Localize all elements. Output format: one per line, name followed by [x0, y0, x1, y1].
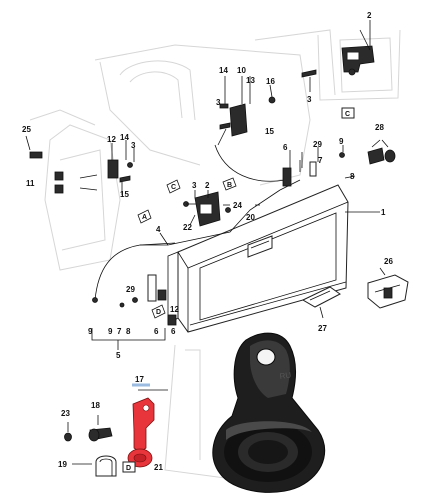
callout-29-right: 29	[313, 140, 322, 149]
callout-18: 18	[91, 401, 100, 410]
hinge-bracket-left	[29, 151, 133, 195]
callout-14-top: 14	[219, 66, 228, 75]
cable-rod	[94, 144, 301, 301]
highlight-pivot-body	[132, 397, 155, 453]
callout-1: 1	[381, 208, 386, 217]
callout-3-top: 3	[307, 95, 312, 104]
callout-19: 19	[58, 460, 67, 469]
callout-8-bl: 8	[126, 327, 131, 336]
callout-3-left: 3	[131, 141, 136, 150]
callout-21: 21	[154, 463, 163, 472]
view-arrow-b	[222, 177, 237, 191]
callout-24: 24	[233, 201, 242, 210]
view-box-d	[122, 461, 136, 473]
callout-22: 22	[183, 223, 192, 232]
bushing-19	[72, 455, 117, 477]
view-label-c: C	[345, 111, 350, 118]
callout-labels: 2 3 14 10 13 16 3 15 25 14 12 3 11 15 6 …	[22, 11, 393, 472]
callout-6-right: 6	[283, 143, 288, 152]
tailgate-panel	[167, 184, 349, 333]
center-latch	[183, 191, 231, 227]
callout-6-bl: 6	[154, 327, 159, 336]
callout-7-bl: 7	[117, 327, 122, 336]
bushing-photo: RU	[212, 332, 326, 493]
callout-5: 5	[116, 351, 121, 360]
callout-13: 13	[246, 76, 255, 85]
photo-embossed-text: RU	[279, 370, 292, 381]
bolt-23	[64, 432, 72, 442]
callout-4: 4	[156, 225, 161, 234]
callout-14-left: 14	[120, 133, 129, 142]
callout-15-top: 15	[265, 127, 274, 136]
callout-8-right: 8	[350, 172, 355, 181]
view-label-d: D	[156, 309, 161, 316]
handle-bezel-27	[301, 286, 341, 308]
callout-20: 20	[246, 213, 255, 222]
photo-mount-hole	[256, 348, 276, 366]
vehicle-body-outline	[29, 29, 336, 481]
hinge-pivot-17-highlighted	[127, 397, 155, 468]
view-label-d2: D	[126, 465, 131, 472]
callout-3-center: 3	[192, 181, 197, 190]
bracket-26	[367, 274, 409, 309]
callout-26: 26	[384, 257, 393, 266]
view-arrow-a	[137, 209, 152, 224]
callout-29-left: 29	[126, 285, 135, 294]
callout-15-left: 15	[120, 190, 129, 199]
callout-9-right: 9	[339, 137, 344, 146]
callout-2: 2	[367, 11, 372, 20]
view-boxes: C C B A D D	[122, 107, 355, 473]
view-box-c	[341, 107, 355, 119]
callout-guides	[25, 20, 386, 432]
callout-6-bl2: 6	[171, 327, 176, 336]
callout-27: 27	[318, 324, 327, 333]
view-label-b: B	[227, 182, 232, 189]
hinge-bracket-right	[282, 152, 345, 187]
callout-12-left: 12	[170, 305, 179, 314]
view-arrow-c	[166, 179, 181, 194]
callout-2-center: 2	[205, 181, 210, 190]
view-label-c2: C	[171, 184, 176, 191]
bolt-pair-28	[367, 139, 396, 165]
callout-12: 12	[107, 135, 116, 144]
callout-9-bl2: 9	[108, 327, 113, 336]
callout-9-bl1: 9	[88, 327, 93, 336]
callout-17: 17	[135, 375, 144, 384]
callout-25: 25	[22, 125, 31, 134]
callout-10: 10	[237, 66, 246, 75]
callout-3-mid: 3	[216, 98, 221, 107]
view-arrow-d	[151, 304, 166, 319]
inset-c-latch	[301, 29, 401, 119]
callout-11: 11	[26, 179, 35, 188]
view-label-a: A	[142, 214, 147, 221]
callout-16: 16	[266, 77, 275, 86]
hinge-bracket-lower	[92, 274, 177, 326]
callout-7-right: 7	[318, 156, 323, 165]
callout-23: 23	[61, 409, 70, 418]
callout-28: 28	[375, 123, 384, 132]
bolt-18	[88, 427, 113, 442]
handle-assembly-upper	[217, 96, 276, 146]
